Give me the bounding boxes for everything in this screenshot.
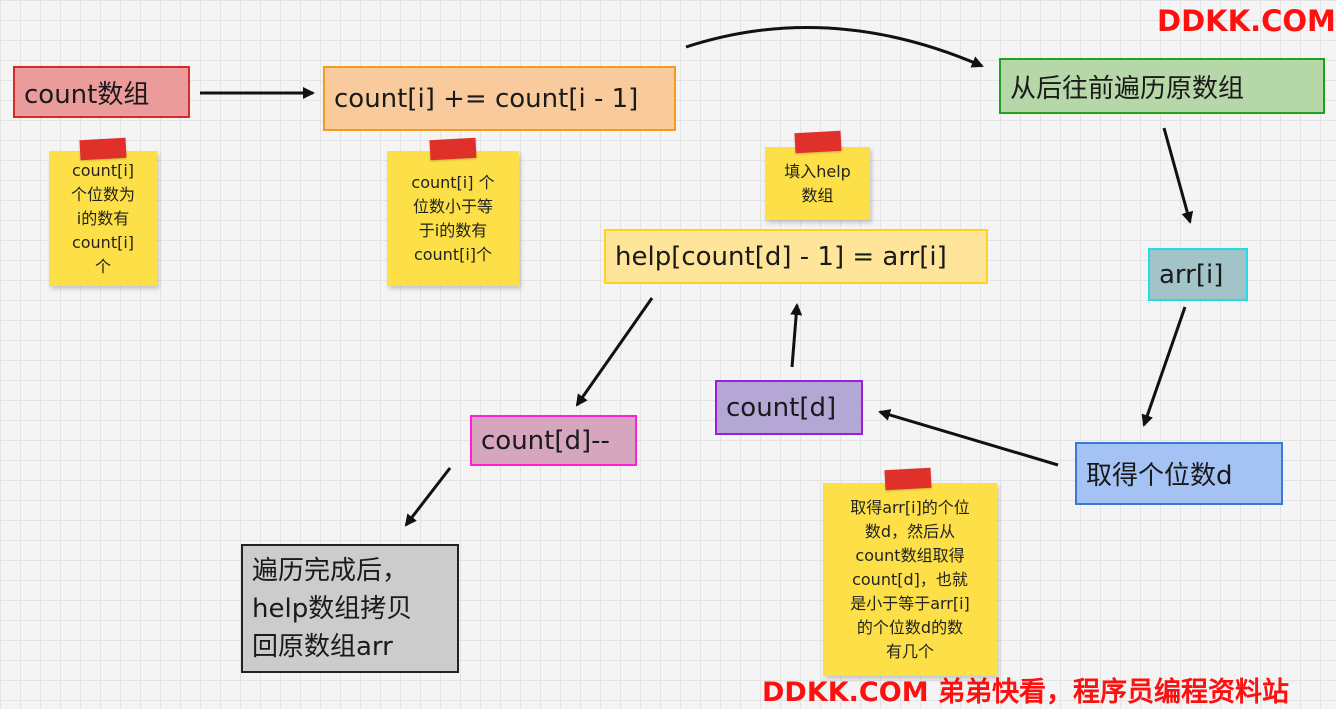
traverse-label: 从后往前遍历原数组 [1010, 73, 1245, 104]
copy-back-box: 遍历完成后， help数组拷贝 回原数组arr [241, 544, 459, 673]
get-digit-label: 取得个位数d [1086, 461, 1233, 491]
sticky-note-digit-explanation: 取得arr[i]的个位 数d，然后从 count数组取得 count[d]，也就… [823, 483, 997, 676]
arrow-arr-to-digit [1141, 306, 1187, 427]
arr-i-box: arr[i] [1148, 248, 1248, 301]
help-assign-box: help[count[d] - 1] = arr[i] [604, 229, 988, 284]
sticky-note-count-meaning: count[i] 个位数为 i的数有 count[i] 个 [49, 151, 157, 286]
count-d-decrement-box: count[d]-- [470, 415, 637, 466]
note-fill-help-text: 填入help 数组 [784, 161, 851, 205]
traverse-box: 从后往前遍历原数组 [999, 58, 1325, 114]
help-assign-label: help[count[d] - 1] = arr[i] [615, 241, 947, 272]
arrow-help-to-dec [575, 297, 654, 407]
arrow-digit-to-countd [878, 409, 1059, 467]
count-array-box: count数组 [13, 66, 190, 118]
sticky-note-fill-help: 填入help 数组 [765, 147, 870, 220]
note-cumulative-meaning-text: count[i] 个 位数小于等 于i的数有 count[i]个 [411, 172, 495, 264]
get-digit-box: 取得个位数d [1075, 442, 1283, 505]
count-d-label: count[d] [726, 392, 837, 423]
copy-back-label: 遍历完成后， help数组拷贝 回原数组arr [252, 556, 413, 662]
tape-4 [884, 467, 932, 491]
arrow-cumulative-to-traverse [685, 26, 984, 68]
cumulative-count-box: count[i] += count[i - 1] [323, 66, 676, 131]
arrow-dec-to-copy [404, 467, 452, 527]
tape-3 [794, 130, 842, 154]
note-digit-explanation-text: 取得arr[i]的个位 数d，然后从 count数组取得 count[d]，也就… [850, 497, 970, 661]
cumulative-count-label: count[i] += count[i - 1] [334, 83, 639, 114]
note-count-meaning-text: count[i] 个位数为 i的数有 count[i] 个 [70, 160, 135, 276]
count-d-decrement-label: count[d]-- [481, 425, 610, 456]
arr-i-label: arr[i] [1159, 259, 1224, 290]
sticky-note-cumulative-meaning: count[i] 个 位数小于等 于i的数有 count[i]个 [387, 151, 519, 286]
count-array-label: count数组 [24, 79, 150, 110]
tape-2 [429, 137, 477, 161]
arrow-countd-to-help [790, 303, 803, 368]
watermark-top: DDKK.COM [1157, 4, 1336, 38]
tape-1 [79, 137, 127, 161]
arrow-traverse-to-arr [1162, 127, 1194, 224]
count-d-box: count[d] [715, 380, 863, 435]
